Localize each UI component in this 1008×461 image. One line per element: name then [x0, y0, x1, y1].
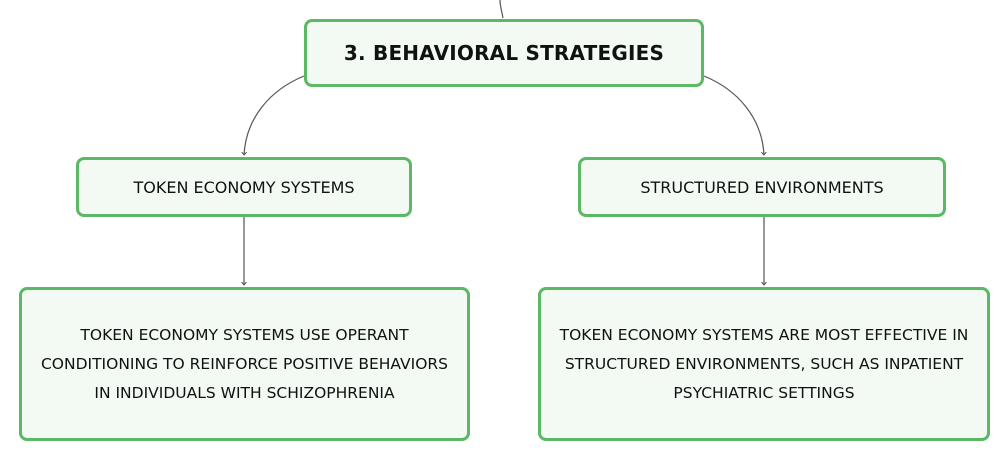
root-node-label: 3. BEHAVIORAL STRATEGIES [343, 41, 665, 65]
detail-node-structured-environments[interactable]: TOKEN ECONOMY SYSTEMS ARE MOST EFFECTIVE… [538, 287, 990, 441]
branch-node-token-economy-systems[interactable]: TOKEN ECONOMY SYSTEMS [76, 157, 412, 217]
root-node-behavioral-strategies[interactable]: 3. BEHAVIORAL STRATEGIES [304, 19, 704, 87]
incoming-connector [499, 0, 504, 19]
branch-node-label: TOKEN ECONOMY SYSTEMS [133, 177, 355, 197]
detail-node-text: TOKEN ECONOMY SYSTEMS ARE MOST EFFECTIVE… [559, 325, 969, 402]
detail-node-token-economy-systems[interactable]: TOKEN ECONOMY SYSTEMS USE OPERANT CONDIT… [19, 287, 470, 441]
connector-root-to-structured-environments [703, 75, 764, 155]
branch-node-label: STRUCTURED ENVIRONMENTS [640, 177, 884, 197]
connector-root-to-token-economy [244, 75, 305, 155]
detail-node-text: TOKEN ECONOMY SYSTEMS USE OPERANT CONDIT… [40, 325, 449, 402]
branch-node-structured-environments[interactable]: STRUCTURED ENVIRONMENTS [578, 157, 946, 217]
